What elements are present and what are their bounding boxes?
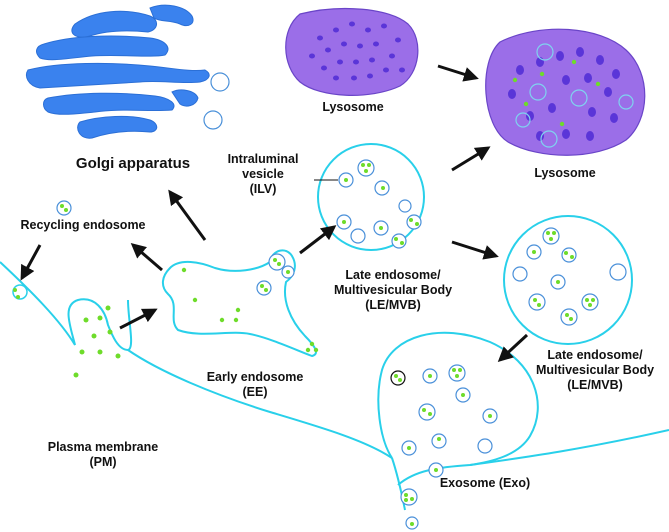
lysosome-small xyxy=(285,7,419,96)
arrow-ee-to-le xyxy=(299,225,337,255)
golgi-apparatus xyxy=(26,4,210,139)
arrow-ee-to-golgi xyxy=(168,189,207,241)
arrow-lysosome-to-lysosome xyxy=(437,64,479,82)
lysosome-large xyxy=(485,28,646,156)
plasma-membrane xyxy=(0,261,669,511)
arrow-le-to-le xyxy=(451,240,499,260)
early-endosome xyxy=(162,249,319,358)
label-lysosome-small: Lysosome xyxy=(322,100,384,114)
arrow-le-to-exosome xyxy=(497,333,529,363)
arrow-recycling-to-pm xyxy=(20,244,42,281)
label-early-endosome: Early endosome (EE) xyxy=(206,370,304,399)
label-lysosome-large: Lysosome xyxy=(534,166,596,180)
late-endosome-right xyxy=(503,215,633,345)
arrow-pm-to-ee xyxy=(119,308,158,330)
arrow-ee-to-recycling xyxy=(130,243,163,272)
label-late-endosome-top: Late endosome/ Multivesicular Body (LE/M… xyxy=(333,268,453,312)
arrow-le-to-lysosome xyxy=(451,146,491,172)
golgi-vesicle xyxy=(203,110,223,130)
label-ilv: Intraluminal vesicle (ILV) xyxy=(227,152,299,196)
exosome-content xyxy=(390,364,498,530)
late-endosome-top xyxy=(317,143,425,251)
pathway-arrows xyxy=(20,64,529,363)
label-recycling-endosome: Recycling endosome xyxy=(20,218,146,232)
golgi-vesicle xyxy=(210,72,230,92)
pm-cargo xyxy=(73,305,121,378)
label-late-endosome-right: Late endosome/ Multivesicular Body (LE/M… xyxy=(535,348,655,392)
label-golgi-apparatus: Golgi apparatus xyxy=(75,155,191,172)
label-plasma-membrane: Plasma membrane (PM) xyxy=(47,440,159,469)
label-exosome: Exosome (Exo) xyxy=(439,476,531,490)
recycling-endosome xyxy=(12,200,72,300)
